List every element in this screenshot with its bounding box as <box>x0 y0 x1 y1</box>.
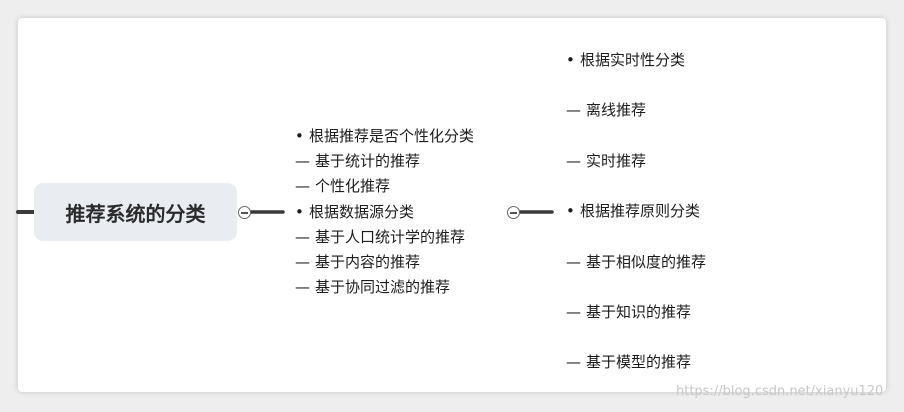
dash-marker: — <box>295 252 310 271</box>
root-topic[interactable]: 推荐系统的分类 <box>34 183 237 241</box>
list-item-text: 根据推荐是否个性化分类 <box>309 127 475 145</box>
dash-marker: — <box>566 151 581 170</box>
right-topic[interactable]: • 根据实时性分类 — 离线推荐 — 实时推荐 • 根据推荐原则分类 — 基于相似度的推荐… <box>566 46 706 399</box>
list-item-text: 离线推荐 <box>586 101 647 120</box>
bullet-marker: • <box>295 127 304 145</box>
list-item-text: 基于知识的推荐 <box>586 302 692 321</box>
list-item-text: 根据推荐原则分类 <box>580 202 701 221</box>
dash-marker: — <box>295 227 310 246</box>
list-item: — 基于相似度的推荐 <box>566 248 706 298</box>
list-item-text: 基于相似度的推荐 <box>586 252 707 271</box>
list-item: • 根据推荐原则分类 <box>566 197 706 247</box>
list-item-text: 个性化推荐 <box>315 177 391 196</box>
list-item: — 基于知识的推荐 <box>566 298 706 348</box>
list-item: • 根据实时性分类 <box>566 46 706 96</box>
dash-marker: — <box>566 353 581 372</box>
collapse-toggle-topic[interactable] <box>507 206 520 219</box>
list-item-text: 基于人口统计学的推荐 <box>315 227 466 246</box>
list-item: — 基于协同过滤的推荐 <box>295 275 474 300</box>
bullet-marker: • <box>566 51 575 69</box>
dash-marker: — <box>566 252 581 271</box>
list-item: — 个性化推荐 <box>295 174 474 199</box>
list-item-text: 基于内容的推荐 <box>315 252 421 271</box>
list-item: — 基于模型的推荐 <box>566 348 706 398</box>
list-item-text: 基于协同过滤的推荐 <box>315 278 451 297</box>
dash-marker: — <box>295 278 310 297</box>
bullet-marker: • <box>566 202 575 221</box>
list-item: — 实时推荐 <box>566 147 706 197</box>
dash-marker: — <box>566 302 581 321</box>
dash-marker: — <box>566 101 581 120</box>
dash-marker: — <box>295 152 310 171</box>
dash-marker: — <box>295 177 310 196</box>
list-item: — 离线推荐 <box>566 96 706 146</box>
list-item-text: 基于统计的推荐 <box>315 152 421 171</box>
list-item-text: 基于模型的推荐 <box>586 353 692 372</box>
root-topic-label: 推荐系统的分类 <box>65 201 206 226</box>
middle-topic[interactable]: • 根据推荐是否个性化分类 — 基于统计的推荐 — 个性化推荐 • 根据数据源分类 — 基… <box>295 124 474 300</box>
list-item-text: 根据数据源分类 <box>309 202 415 221</box>
watermark: https://blog.csdn.net/xianyu120 <box>676 384 884 399</box>
collapse-toggle-root[interactable] <box>238 206 251 219</box>
list-item: • 根据推荐是否个性化分类 <box>295 124 474 149</box>
list-item: • 根据数据源分类 <box>295 200 474 225</box>
list-item-text: 实时推荐 <box>586 151 647 170</box>
bullet-marker: • <box>295 202 304 221</box>
list-item-text: 根据实时性分类 <box>580 51 686 69</box>
list-item: — 基于统计的推荐 <box>295 149 474 174</box>
list-item: — 基于人口统计学的推荐 <box>295 225 474 250</box>
list-item: — 基于内容的推荐 <box>295 250 474 275</box>
